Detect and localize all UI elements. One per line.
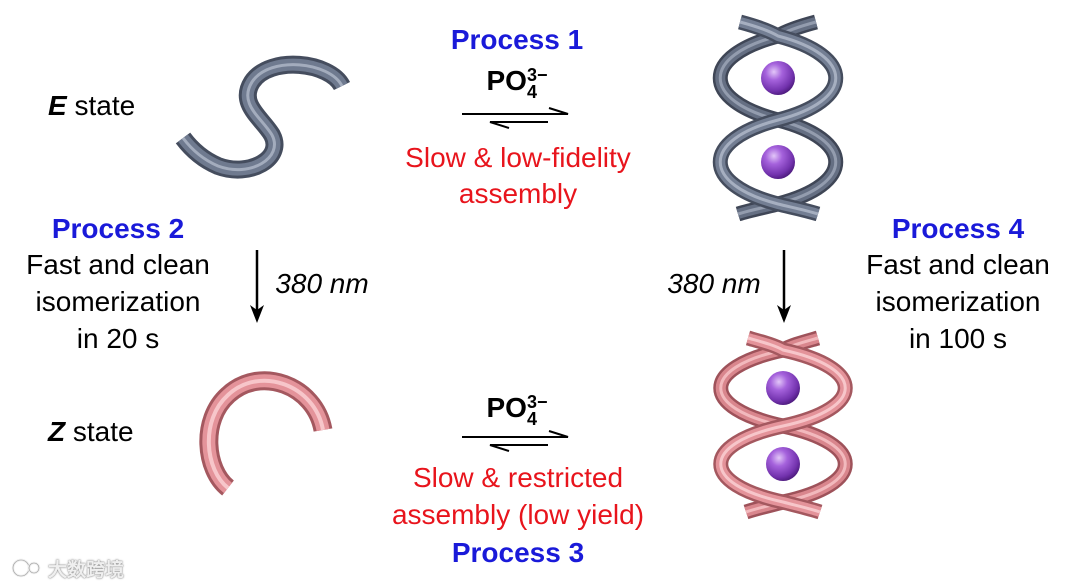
reagent-charge: 3−: [526, 65, 548, 85]
reagent-base: PO: [486, 392, 527, 423]
e-state-strand-icon: [175, 55, 351, 179]
condition-text-bottom-line-1: Slow & restricted: [412, 462, 624, 493]
e-state-letter: E: [48, 90, 67, 121]
e-helicate-icon: [713, 14, 843, 222]
reagent-base: PO: [486, 65, 527, 96]
wavelength-left-label: 380 nm: [275, 268, 369, 299]
process-4-label: Process 4: [891, 213, 1025, 244]
process-4-line-2: isomerization: [875, 286, 1041, 317]
reagent-subscript: 4: [526, 82, 537, 102]
phosphate-anion-sphere: [766, 371, 800, 405]
z-helicate-icon: [713, 330, 853, 520]
e-state-word: state: [74, 90, 136, 121]
process-3-label: Process 3: [451, 537, 585, 568]
z-state-letter: Z: [48, 416, 66, 447]
equilibrium-arrow-top-icon: [462, 107, 569, 129]
reagent-subscript: 4: [526, 409, 537, 429]
condition-text-top-line-2: assembly: [458, 178, 578, 209]
phosphate-anion-sphere: [761, 61, 795, 95]
z-state-label: Z state: [48, 416, 134, 448]
z-state-strand-icon: [199, 371, 333, 496]
watermark: 大数跨境: [10, 555, 124, 581]
e-state-label: E state: [48, 90, 135, 122]
process-2-line-1: Fast and clean: [26, 249, 210, 280]
process-1-label: Process 1: [450, 24, 584, 55]
down-arrow-right-icon: [777, 250, 791, 323]
process-2-line-2: isomerization: [35, 286, 201, 317]
watermark-logo-icon: [11, 558, 41, 578]
reagent-scripts: 3−4: [526, 392, 548, 429]
reagent-charge: 3−: [526, 392, 548, 412]
down-arrow-left-icon: [250, 250, 264, 323]
process-2-label: Process 2: [51, 213, 185, 244]
z-state-word: state: [72, 416, 134, 447]
process-2-line-3: in 20 s: [76, 323, 160, 354]
watermark-text: 大数跨境: [48, 558, 125, 581]
e-helicate-front-strand: [713, 14, 843, 222]
condition-text-bottom-line-2: assembly (low yield): [391, 499, 645, 530]
process-4-line-1: Fast and clean: [866, 249, 1050, 280]
process-4-line-3: in 100 s: [908, 323, 1008, 354]
reagent-scripts: 3−4: [526, 65, 548, 102]
phosphate-anion-sphere: [761, 145, 795, 179]
z-helicate-front-strand: [713, 330, 853, 520]
condition-text-top-line-1: Slow & low-fidelity: [405, 142, 631, 173]
phosphate-anion-sphere: [766, 447, 800, 481]
wavelength-right-label: 380 nm: [667, 268, 761, 299]
equilibrium-arrow-bottom-icon: [462, 430, 569, 452]
